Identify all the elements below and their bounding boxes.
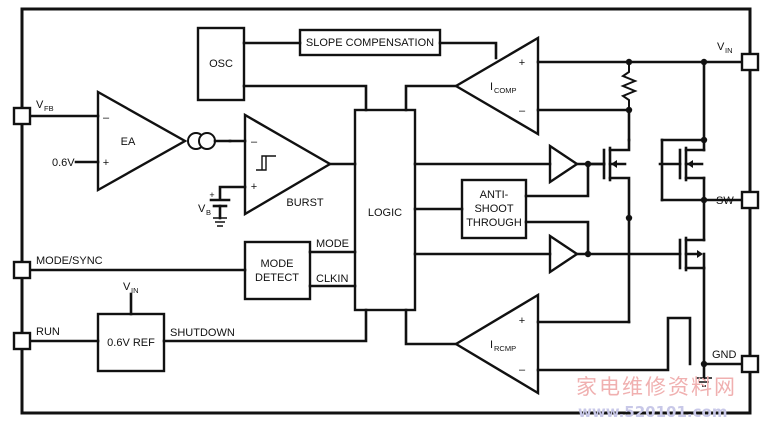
wire-anti-top — [524, 162, 590, 198]
watermark-chinese: 家电维修资料网 — [576, 375, 737, 399]
icomp-label-sub: COMP — [494, 86, 517, 95]
slope-compensation-block: SLOPE COMPENSATION — [298, 28, 442, 57]
wire-sw — [660, 176, 747, 242]
vin-ref-label-main: V — [123, 281, 131, 293]
junction-dot — [625, 106, 633, 114]
ref-label: 0.6V REF — [107, 337, 155, 349]
pin-vin — [740, 52, 760, 72]
run-label: RUN — [36, 326, 60, 338]
icomp-label-main: I — [490, 81, 493, 93]
hysteresis-icon — [256, 155, 276, 171]
osc-block: OSC — [196, 26, 246, 102]
mode-detect-block: MODE DETECT — [243, 240, 312, 301]
vin-pin-label-main: V — [717, 41, 725, 53]
vfb-label-main: V — [36, 99, 44, 111]
logic-block: LOGIC — [353, 108, 417, 312]
vin-pin-label-sub: IN — [725, 46, 733, 55]
pin-gnd — [740, 354, 760, 374]
bottom-driver-buffer — [548, 233, 580, 275]
pin-mode-sync — [12, 260, 32, 280]
top-driver-buffer — [548, 143, 580, 185]
ea-amplifier: EA – + — [96, 89, 188, 193]
mode-detect-line2: DETECT — [255, 272, 299, 284]
vfb-label-sub: FB — [44, 104, 54, 113]
watermark-url: www.520101.com — [578, 403, 727, 421]
junction-dot — [625, 214, 633, 222]
pin-sw — [740, 190, 760, 210]
vb-battery-icon: + — [209, 190, 231, 227]
clkin-label: CLKIN — [316, 273, 348, 285]
junction-dot — [700, 58, 708, 66]
burst-comparator: – + BURST — [243, 112, 333, 217]
anti-shoot-line1: ANTI- — [480, 189, 509, 201]
vb-label-sub: B — [206, 208, 211, 217]
icomp-plus: + — [519, 57, 525, 69]
sw-pin-label: SW — [716, 195, 734, 207]
anti-shoot-line2: SHOOT — [474, 203, 513, 215]
wire-osc-logic — [242, 84, 368, 112]
ircmp-label-main: I — [490, 339, 493, 351]
burst-label: BURST — [286, 197, 324, 209]
anti-shoot-line3: THROUGH — [466, 217, 522, 229]
burst-minus: – — [251, 136, 258, 148]
ircmp-minus: – — [519, 364, 526, 376]
junction-dot — [700, 136, 708, 144]
ea-plus: + — [103, 157, 109, 169]
ircmp-label-sub: RCMP — [494, 344, 516, 353]
ircmp-comparator: + – I RCMP — [453, 292, 540, 396]
ref-06v-label: 0.6V — [52, 157, 75, 169]
ea-minus: – — [103, 112, 110, 124]
main-pmos — [678, 138, 706, 182]
mode-sync-label: MODE/SYNC — [36, 255, 103, 267]
shutdown-label: SHUTDOWN — [170, 327, 235, 339]
ref-block: 0.6V REF — [96, 312, 166, 373]
sense-pmos — [602, 138, 631, 324]
mode-detect-line1: MODE — [261, 258, 294, 270]
vin-ref-label-sub: IN — [131, 286, 139, 295]
battery-plus: + — [209, 190, 214, 200]
ircmp-plus: + — [519, 315, 525, 327]
osc-label: OSC — [209, 58, 233, 70]
logic-label: LOGIC — [368, 207, 402, 219]
anti-shoot-through-block: ANTI- SHOOT THROUGH — [460, 178, 528, 240]
icomp-comparator: + – I COMP — [453, 35, 540, 137]
junction-dot — [584, 250, 592, 258]
mode-label: MODE — [316, 238, 349, 250]
wire-pmos-gate-route — [629, 164, 660, 196]
wire-slope-icomp — [438, 41, 498, 60]
junction-dot — [584, 160, 592, 168]
pin-run — [12, 331, 32, 351]
pin-vfb — [12, 106, 32, 126]
icomp-minus: – — [519, 105, 526, 117]
wire-shutdown — [162, 308, 368, 343]
vb-label-main: V — [198, 203, 206, 215]
slope-compensation-label: SLOPE COMPENSATION — [306, 37, 434, 49]
gm-symbol — [187, 132, 216, 150]
wire-anti-sw — [629, 200, 662, 218]
gnd-pin-label: GND — [712, 349, 737, 361]
sense-resistor — [620, 61, 638, 111]
wire-icomp-logic — [404, 84, 458, 112]
main-nmos — [678, 236, 706, 272]
ea-label: EA — [121, 136, 136, 148]
wire-nmos-sense — [536, 316, 692, 372]
junction-dot — [700, 196, 708, 204]
chip-boundary — [20, 7, 752, 415]
wire-vb-burst — [218, 185, 247, 200]
burst-plus: + — [251, 181, 257, 193]
wire-logic-ircmp — [404, 308, 458, 346]
junction-dot — [625, 58, 633, 66]
wire-anti-bot — [524, 220, 590, 256]
junction-dot — [700, 360, 708, 368]
